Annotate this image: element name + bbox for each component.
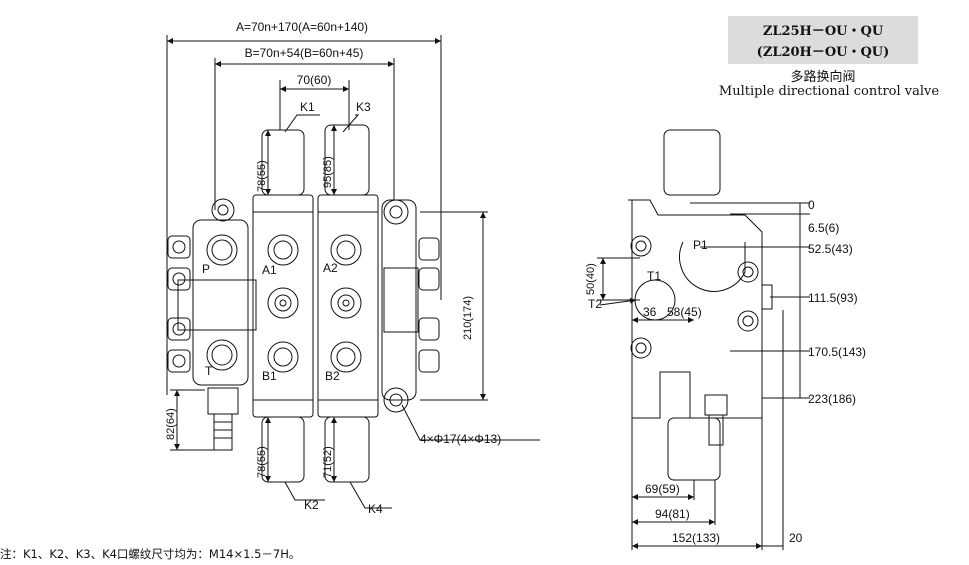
port-b1: B1 xyxy=(262,369,277,383)
title-chinese: 多路换向阀 xyxy=(790,70,856,85)
dim-6-5: 6.5(6) xyxy=(808,221,839,235)
dim-223: 223(186) xyxy=(808,392,856,406)
dim-94: 94(81) xyxy=(655,507,690,521)
port-b2: B2 xyxy=(325,369,340,383)
port-t2: T2 xyxy=(588,297,602,311)
dim-69: 69(59) xyxy=(645,482,680,496)
label-k1: K1 xyxy=(300,100,315,114)
model-title-line1: ZL25H－OU・QU xyxy=(762,24,884,39)
label-k3: K3 xyxy=(356,100,371,114)
dim-170-5: 170.5(143) xyxy=(808,345,866,359)
dim-20: 20 xyxy=(789,531,803,545)
dim-36: 36 xyxy=(643,305,657,319)
port-p: P xyxy=(202,262,210,276)
model-title-line2: (ZL20H－OU・QU) xyxy=(756,45,890,60)
dim-a: A=70n+170(A=60n+140) xyxy=(236,20,368,34)
port-t1: T1 xyxy=(647,269,661,283)
dim-52-5: 52.5(43) xyxy=(808,242,853,256)
dim-111-5: 111.5(93) xyxy=(808,291,858,305)
front-view xyxy=(166,35,540,509)
port-a2: A2 xyxy=(323,261,338,275)
thread-note: 注：K1、K2、K3、K4口螺纹尺寸均为：M14×1.5－7H。 xyxy=(0,547,301,561)
port-a1: A1 xyxy=(262,263,277,277)
dim-0: 0 xyxy=(808,198,815,212)
label-k2: K2 xyxy=(304,498,319,512)
dim-82: 82(64) xyxy=(165,408,177,440)
dim-78-top: 78(55) xyxy=(256,160,268,192)
title-english: Multiple directional control valve xyxy=(718,84,940,99)
label-k4: K4 xyxy=(368,502,383,516)
model-title-box: ZL25H－OU・QU (ZL20H－OU・QU) xyxy=(728,16,918,64)
dim-210: 210(174) xyxy=(462,296,474,340)
dim-50: 50(40) xyxy=(585,263,597,295)
port-p1: P1 xyxy=(693,238,708,252)
dim-71: 71(52) xyxy=(322,446,334,478)
dim-152: 152(133) xyxy=(672,531,720,545)
dim-pitch: 70(60) xyxy=(297,73,332,87)
dim-78-bottom: 78(55) xyxy=(256,446,268,478)
dim-95: 95(85) xyxy=(322,156,334,188)
dim-b: B=70n+54(B=60n+45) xyxy=(245,46,364,60)
dim-holes: 4×Φ17(4×Φ13) xyxy=(420,432,501,446)
side-view xyxy=(597,129,810,550)
dim-58: 58(45) xyxy=(667,305,702,319)
port-t: T xyxy=(205,364,213,378)
